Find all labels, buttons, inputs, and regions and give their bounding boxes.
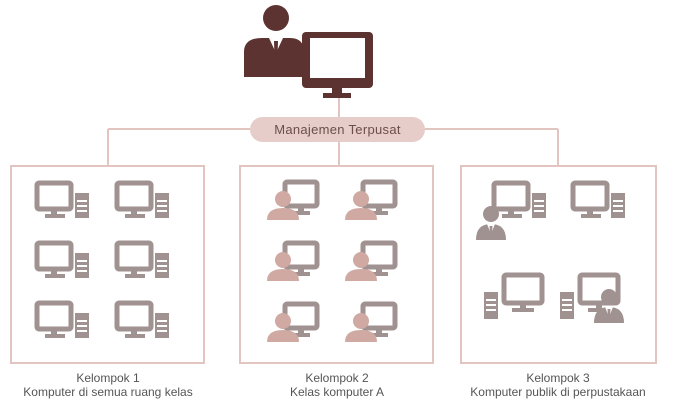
- student-icon: [345, 182, 395, 220]
- student-icon: [345, 304, 395, 342]
- desktop-computer-icon: [117, 303, 169, 338]
- desktop-computer-icon: [117, 243, 169, 278]
- student-icon: [267, 182, 317, 220]
- student-icon: [345, 243, 395, 281]
- student-icon: [267, 304, 317, 342]
- connector-lines: [107, 98, 559, 166]
- group-3-label: Kelompok 3 Komputer publik di perpustaka…: [438, 371, 673, 399]
- student-icon: [267, 243, 317, 281]
- monitor-icon: [302, 32, 373, 98]
- desktop-computer-icon: [494, 183, 546, 218]
- admin-person-icon: [244, 5, 304, 77]
- desktop-computer-icon: [37, 183, 89, 218]
- group-1-computers: [37, 183, 169, 338]
- group-2-title: Kelompok 2: [305, 371, 369, 385]
- desktop-computer-icon: [37, 243, 89, 278]
- group-1-subtitle: Komputer di semua ruang kelas: [23, 385, 193, 399]
- group-3-public: [476, 183, 625, 323]
- group-box-2: [239, 165, 434, 364]
- central-management-label: Manajemen Terpusat: [250, 117, 425, 142]
- group-3-subtitle: Komputer publik di perpustakaan: [470, 385, 646, 399]
- desktop-computer-icon: [484, 272, 545, 319]
- group-box-3: [460, 165, 657, 364]
- group-2-label: Kelompok 2 Kelas komputer A: [217, 371, 457, 399]
- group-2-subtitle: Kelas komputer A: [289, 385, 385, 399]
- desktop-computer-icon: [573, 183, 625, 218]
- group-1-title: Kelompok 1: [76, 371, 140, 385]
- desktop-computer-icon: [117, 183, 169, 218]
- group-1-label: Kelompok 1 Komputer di semua ruang kelas: [0, 371, 228, 399]
- group-3-title: Kelompok 3: [526, 371, 590, 385]
- desktop-computer-icon: [37, 303, 89, 338]
- group-2-students: [267, 182, 395, 342]
- central-management-text: Manajemen Terpusat: [274, 122, 401, 137]
- group-box-1: [10, 165, 205, 364]
